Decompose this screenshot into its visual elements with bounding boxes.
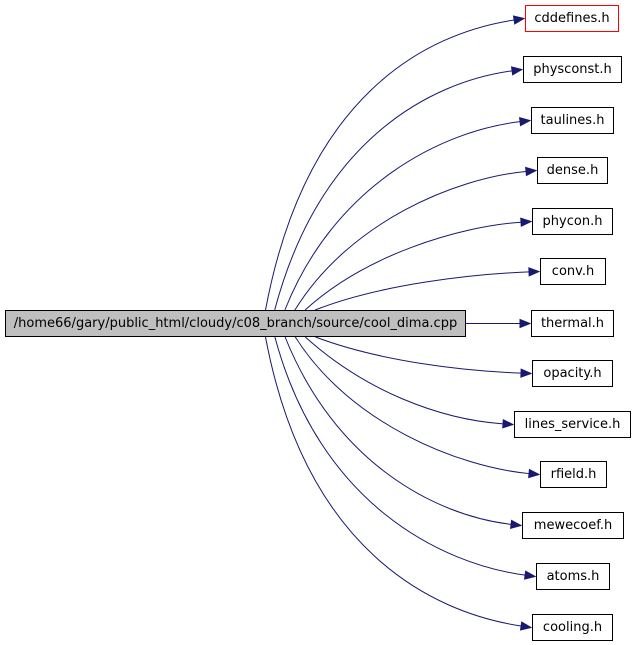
include-label-atoms: atoms.h	[546, 569, 600, 584]
include-edge	[274, 70, 513, 311]
include-edge	[314, 271, 530, 311]
include-edge	[304, 336, 504, 425]
include-edge	[265, 19, 515, 311]
include-edge-arrowhead	[519, 117, 532, 127]
include-edge-arrowhead	[519, 318, 532, 329]
include-edge	[304, 221, 522, 311]
include-edge-arrowhead	[523, 570, 537, 580]
include-node-physconst[interactable]: physconst.h	[523, 56, 622, 83]
root-file-label: /home66/gary/public_html/cloudy/c08_bran…	[13, 316, 458, 331]
include-edge-arrowhead	[525, 166, 538, 177]
include-edge-arrowhead	[510, 66, 524, 76]
include-label-opacity: opacity.h	[543, 366, 602, 381]
include-label-dense: dense.h	[546, 163, 599, 178]
include-edge-arrowhead	[510, 519, 523, 529]
include-edge-arrowhead	[512, 15, 526, 25]
include-edge	[284, 336, 512, 525]
include-label-phycon: phycon.h	[542, 214, 603, 229]
include-edge	[274, 336, 526, 576]
include-edge-arrowhead	[528, 468, 541, 479]
include-node-atoms[interactable]: atoms.h	[536, 563, 610, 590]
include-label-lines-service: lines_service.h	[524, 417, 621, 432]
include-node-thermal[interactable]: thermal.h	[531, 310, 614, 337]
include-label-mewecoef: mewecoef.h	[533, 518, 613, 533]
include-edge	[294, 336, 530, 475]
include-node-taulines[interactable]: taulines.h	[531, 107, 614, 134]
include-label-rfield: rfield.h	[550, 467, 597, 482]
include-label-thermal: thermal.h	[540, 316, 605, 331]
include-node-mewecoef[interactable]: mewecoef.h	[522, 512, 624, 539]
include-node-cddefines[interactable]: cddefines.h	[525, 5, 619, 32]
root-file-node[interactable]: /home66/gary/public_html/cloudy/c08_bran…	[5, 310, 466, 337]
include-label-physconst: physconst.h	[533, 62, 612, 77]
include-edge-arrowhead	[502, 419, 515, 429]
include-node-rfield[interactable]: rfield.h	[540, 461, 607, 488]
include-edge-arrowhead	[519, 621, 533, 631]
include-node-conv[interactable]: conv.h	[540, 258, 606, 285]
include-node-phycon[interactable]: phycon.h	[532, 208, 613, 235]
include-edge-arrowhead	[528, 267, 541, 277]
include-edge	[265, 336, 522, 627]
include-node-cooling[interactable]: cooling.h	[532, 614, 613, 641]
include-label-cooling: cooling.h	[542, 620, 603, 635]
include-node-opacity[interactable]: opacity.h	[532, 360, 613, 387]
include-node-lines-service[interactable]: lines_service.h	[514, 411, 631, 438]
include-edge-arrowhead	[520, 217, 533, 227]
include-label-conv: conv.h	[551, 264, 595, 279]
include-label-taulines: taulines.h	[540, 113, 605, 128]
include-edge-arrowhead	[520, 368, 533, 378]
include-edge	[315, 336, 522, 374]
include-edge	[294, 170, 527, 311]
include-edge	[284, 121, 521, 311]
include-label-cddefines: cddefines.h	[534, 11, 610, 26]
include-node-dense[interactable]: dense.h	[537, 157, 608, 184]
